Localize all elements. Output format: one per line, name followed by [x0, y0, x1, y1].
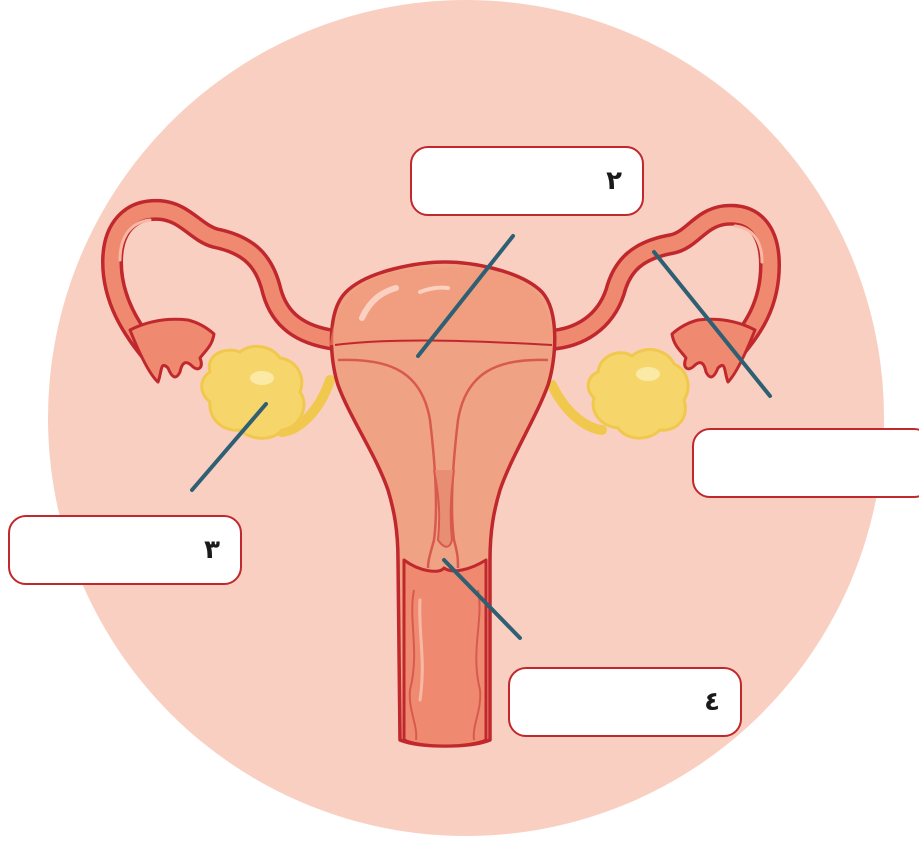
label-box-4[interactable]: ٤	[508, 667, 742, 737]
label-box-2[interactable]: ٢	[410, 146, 644, 216]
label-number-4: ٤	[704, 689, 720, 715]
label-number-2: ٢	[606, 168, 622, 194]
label-box-1[interactable]	[692, 428, 919, 498]
label-number-3: ٣	[204, 537, 220, 563]
label-box-3[interactable]: ٣	[8, 515, 242, 585]
